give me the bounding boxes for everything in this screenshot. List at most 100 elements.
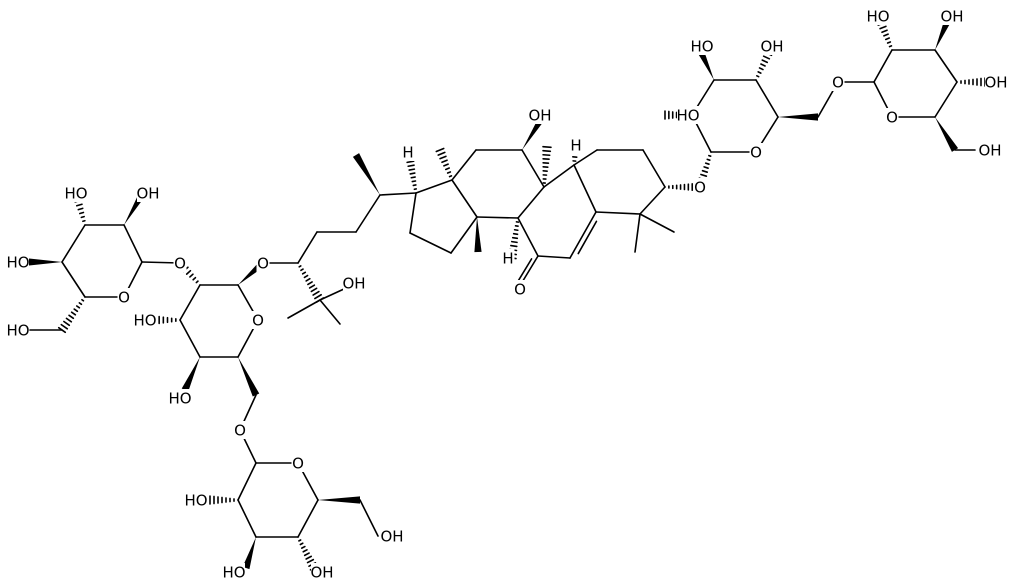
side-chain-hash: [303, 274, 309, 279]
hydroxyl-hash: [299, 542, 304, 546]
hydroxyl-wedge: [181, 357, 200, 392]
ch2-wedge: [778, 113, 818, 121]
oh-label: OH: [380, 528, 403, 546]
oh-label: OH: [310, 564, 333, 582]
glycosidic-hash: [192, 276, 197, 281]
ho-label-bg: [867, 7, 889, 25]
hydroxyl-hash: [761, 59, 769, 64]
steroid-ring-bond: [409, 232, 452, 254]
ho-label: HO: [6, 322, 29, 340]
ch2-hash: [63, 320, 71, 327]
methyl-wedge: [352, 153, 380, 195]
oh-label-bg: [979, 141, 1001, 159]
glucose-d-ring-bond: [123, 224, 143, 263]
steroid-ring-bond: [642, 149, 666, 188]
hydroxyl-hash: [756, 75, 760, 78]
side-chain-hash: [314, 293, 322, 300]
methyl-hash: [448, 175, 453, 178]
glucose-e-ring-bond: [237, 462, 257, 501]
ketone-o-label-bg: [513, 280, 527, 298]
o-label: O: [257, 255, 269, 273]
methyl-hash: [435, 147, 445, 153]
steroid-ring-bond: [451, 179, 478, 218]
ho-label-bg: [7, 321, 29, 339]
steroid-ring-bond: [573, 164, 597, 213]
glucose-b-ring-bond: [934, 49, 958, 83]
glycosidic-hash: [189, 273, 194, 278]
o-label: O: [832, 74, 844, 92]
hydrogen-hash: [510, 244, 518, 248]
ring-o-label: O: [252, 312, 264, 330]
hydroxyl-hash: [300, 545, 306, 549]
hydroxyl-hash: [886, 41, 892, 44]
methyl-hash: [444, 167, 451, 171]
steroid-ring-bond: [451, 149, 477, 181]
ch2-hash: [68, 314, 75, 320]
hydrogen-hash: [407, 164, 415, 168]
ring-o-label: O: [750, 144, 762, 162]
methyl-hash: [542, 145, 552, 149]
hydroxyl-hash: [757, 71, 762, 74]
ho-label: HO: [64, 185, 87, 203]
o-label: O: [174, 255, 186, 273]
side-chain-hash: [310, 287, 318, 293]
oh-label-bg: [529, 106, 551, 124]
hydroxyl-hash: [77, 207, 84, 211]
h-label-bg: [569, 136, 583, 154]
glycosidic-hash: [700, 173, 708, 177]
methyl-hash: [441, 159, 448, 164]
hydroxyl-hash: [888, 45, 893, 48]
methyl-wedge: [474, 217, 482, 253]
steroid-ring-bond: [639, 186, 666, 215]
steroid-ring-bond: [537, 255, 571, 259]
steroid-ring-bond: [521, 149, 545, 188]
hydrogen-hash: [511, 236, 519, 240]
ho-label: HO: [168, 390, 191, 408]
hydroxyl-wedge: [28, 258, 62, 266]
methyl-hash: [439, 155, 447, 160]
ho-label-bg: [7, 253, 29, 271]
methyl-hash: [446, 171, 452, 174]
ring-double-bond: [577, 220, 598, 255]
hydrogen-hash: [406, 160, 415, 164]
oh-label: OH: [528, 107, 551, 125]
ho-label-bg: [185, 491, 207, 509]
ch2-bond: [359, 499, 379, 537]
h-label-bg: [401, 143, 415, 161]
methyl-hash: [443, 163, 449, 167]
glucose-a-ring-bond: [755, 79, 779, 118]
glycosidic-hash: [195, 280, 199, 284]
ch2-hash: [75, 305, 81, 309]
glucose-b-ring-bond: [873, 49, 893, 83]
carbonyl-bond: [516, 258, 533, 283]
ch2-hash: [70, 311, 77, 316]
glucose-c-ring-bond: [179, 319, 201, 358]
o-label: O: [694, 179, 706, 197]
o-label-bg: [831, 73, 845, 91]
methyl-bond: [634, 213, 641, 253]
glucose-e-ring-bond: [237, 499, 257, 538]
ch2-hash: [60, 323, 69, 330]
side-chain-hash: [308, 284, 316, 289]
steroid-ring-bond: [409, 192, 417, 234]
glucose-d-ring-bond: [61, 261, 86, 298]
oh-label-bg: [985, 73, 1007, 91]
glycosidic-hash: [706, 158, 711, 161]
ho-label: HO: [866, 8, 889, 26]
hydroxyl-wedge: [242, 537, 256, 570]
hydrogen-hash: [408, 168, 416, 171]
ho-label-bg: [169, 389, 191, 407]
ho-label: HO: [676, 107, 699, 125]
hydroxyl-hash: [881, 29, 888, 34]
hydroxyl-hash: [305, 555, 313, 560]
side-chain-bond: [379, 192, 417, 196]
oh-label: OH: [978, 142, 1001, 160]
o-label-bg: [256, 254, 270, 272]
ch2-hash: [78, 302, 83, 306]
ho-label-bg: [134, 311, 156, 329]
oh-label-bg: [137, 184, 159, 202]
h-label-bg: [501, 249, 515, 267]
side-chain-hash: [307, 281, 313, 286]
oh-label-bg: [381, 527, 403, 545]
side-chain-bond: [297, 231, 318, 264]
